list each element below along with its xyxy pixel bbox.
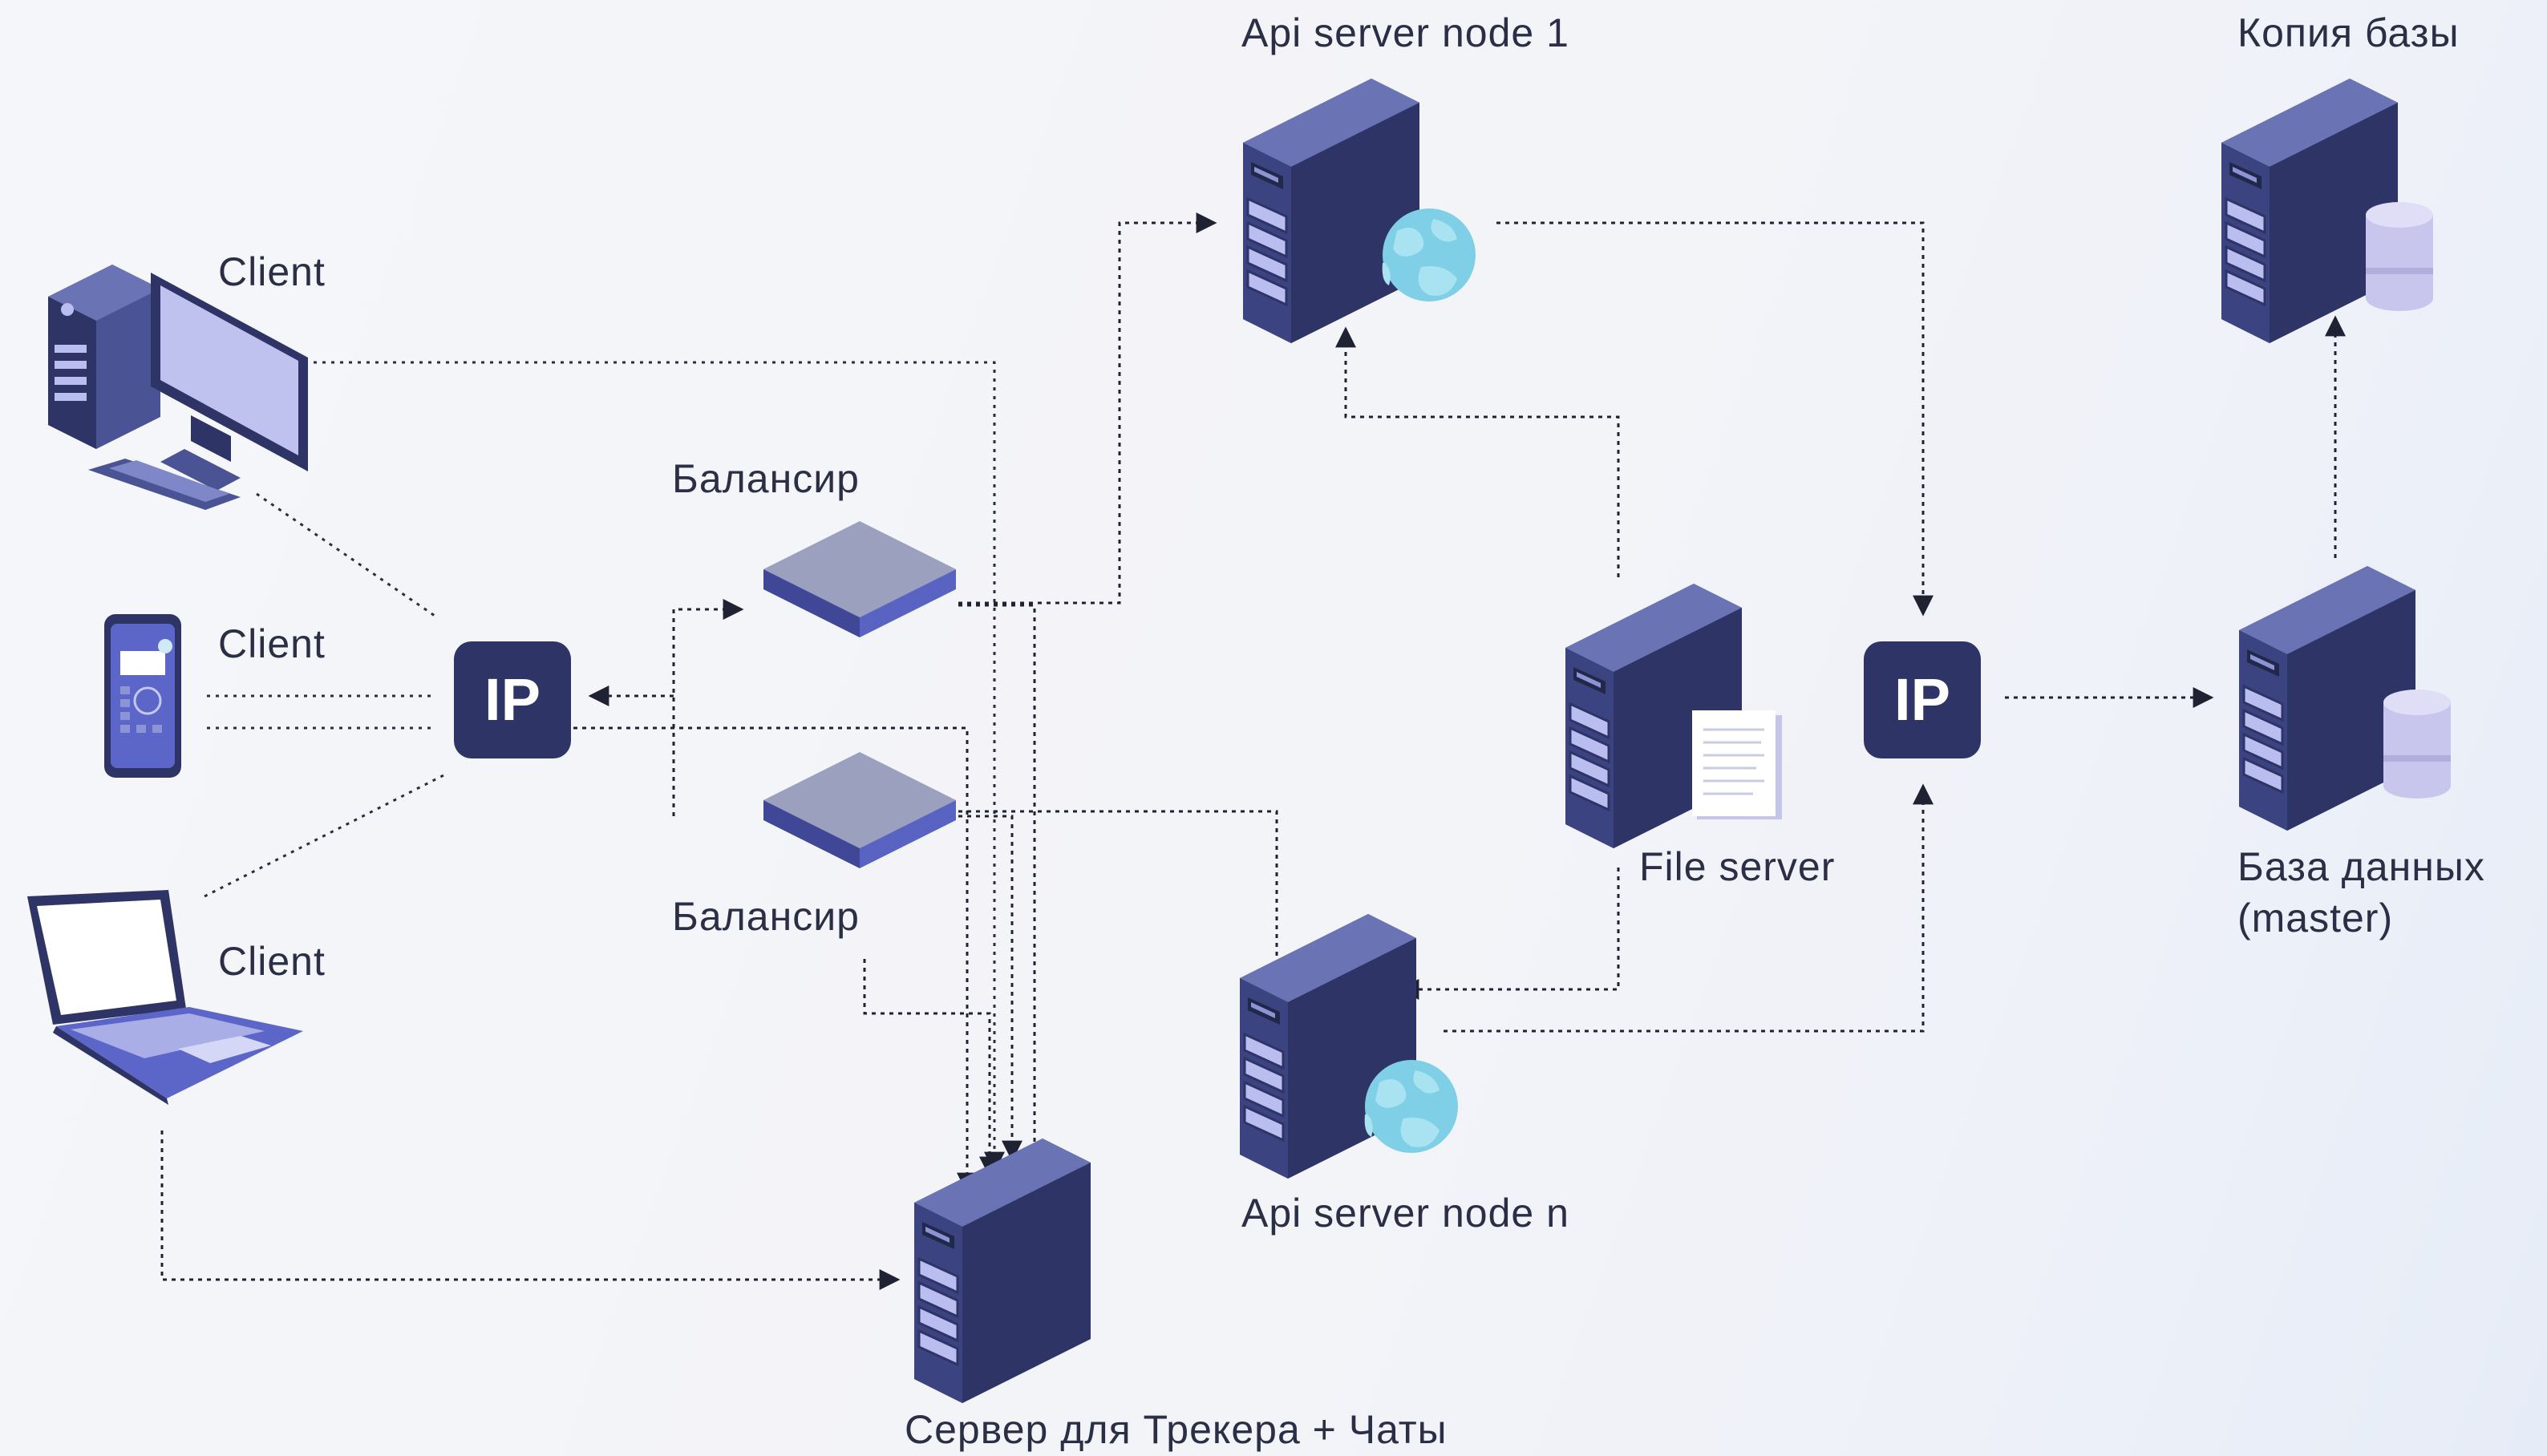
api-node-1-label: Api server node 1 — [1241, 10, 1569, 55]
server-icon — [1241, 77, 1421, 345]
database-icon — [2383, 690, 2451, 799]
db-copy-label: Копия базы — [2237, 10, 2460, 55]
client-desktop-label: Client — [218, 249, 326, 294]
client-phone-label: Client — [218, 621, 326, 666]
balancer-icon — [763, 521, 956, 637]
balancer-bottom: Балансир — [672, 752, 956, 939]
globe-icon — [1382, 208, 1476, 301]
balancer-top: Балансир — [672, 456, 956, 637]
file-server: File server — [1564, 582, 1835, 889]
db-master-label-line1: База данных — [2237, 844, 2485, 889]
client-desktop: Client — [48, 249, 326, 510]
client-laptop-label: Client — [218, 939, 326, 984]
db-master: База данных (master) — [2237, 564, 2485, 940]
balancer-top-label: Балансир — [672, 456, 860, 501]
api-node-n-label: Api server node n — [1241, 1191, 1569, 1236]
db-copy: Копия базы — [2220, 10, 2460, 345]
ip-right: IP — [1864, 641, 1981, 758]
db-master-label-line2: (master) — [2237, 896, 2393, 940]
desktop-computer-icon — [48, 265, 308, 510]
balancer-bottom-label: Балансир — [672, 894, 860, 939]
tracker-server: Сервер для Трекера + Чаты — [905, 1137, 1448, 1452]
api-node-n: Api server node n — [1238, 912, 1569, 1236]
api-node-1: Api server node 1 — [1241, 10, 1569, 345]
database-icon — [2366, 202, 2433, 311]
connectors — [160, 212, 2346, 1290]
tracker-server-label: Сервер для Трекера + Чаты — [905, 1407, 1448, 1452]
ip-right-label: IP — [1894, 666, 1950, 733]
ip-left-label: IP — [484, 666, 541, 733]
globe-icon — [1364, 1060, 1458, 1153]
client-laptop: Client — [27, 890, 326, 1105]
laptop-icon — [27, 890, 303, 1105]
ip-left: IP — [454, 641, 571, 758]
balancer-icon — [763, 752, 956, 868]
document-icon — [1692, 710, 1782, 819]
server-icon — [913, 1137, 1092, 1405]
smartphone-icon — [104, 614, 181, 778]
file-server-label: File server — [1639, 844, 1835, 889]
client-phone: Client — [104, 614, 326, 778]
